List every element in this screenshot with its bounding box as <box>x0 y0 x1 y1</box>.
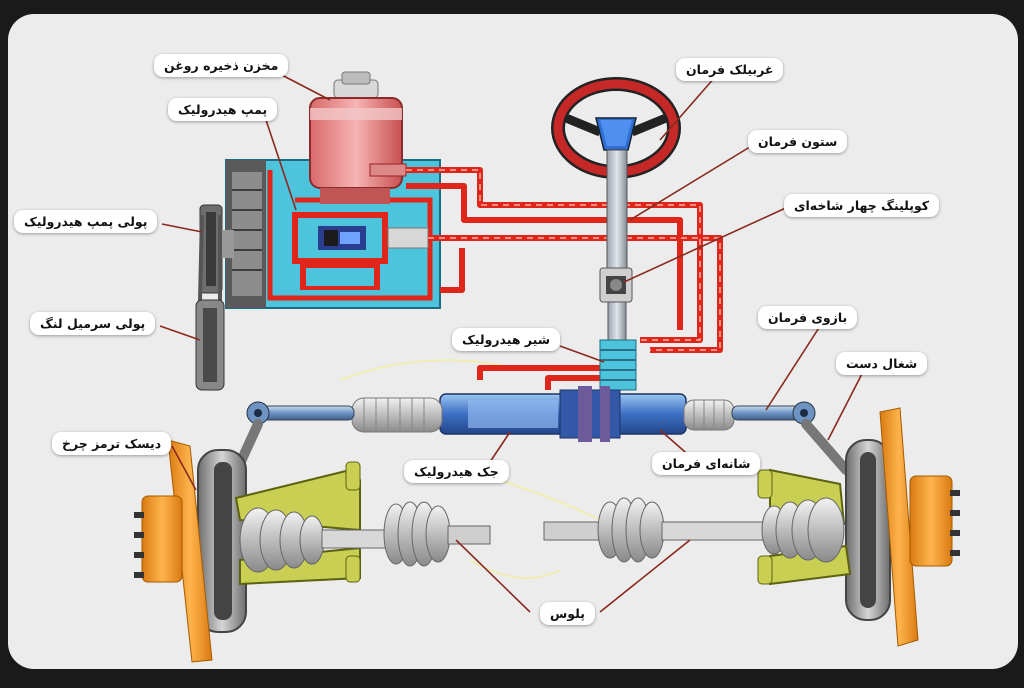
label-hydraulic-valve: شیر هیدرولیک <box>452 328 561 351</box>
label-axle-shaft: پلوس <box>540 602 595 625</box>
hydraulic-valve <box>599 339 637 391</box>
left-axle-shaft <box>239 501 491 573</box>
label-steering-column: ستون فرمان <box>748 130 848 153</box>
hydraulic-pump-assembly <box>225 159 441 309</box>
label-steering-knuckle: شغال دست <box>836 352 928 375</box>
label-brake-disc: دیسک ترمز چرخ <box>52 432 172 455</box>
tie-rod-right <box>731 401 816 425</box>
hydraulic-lines-highlight <box>406 169 721 351</box>
steering-rack-housing <box>439 386 687 442</box>
leader-lines <box>159 71 867 613</box>
pump-pulley <box>199 204 234 294</box>
right-axle-shaft <box>543 497 845 563</box>
crankshaft-pulley <box>195 299 225 391</box>
rack-boot-right <box>683 399 735 431</box>
hydraulic-lines <box>406 167 723 390</box>
background-sketch <box>339 359 601 579</box>
label-oil-reservoir: مخزن ذخیره روغن <box>154 54 289 77</box>
left-brake-disc-hub <box>134 439 213 663</box>
right-brake-disc-hub <box>879 407 960 647</box>
right-wheel <box>845 439 891 621</box>
tie-rod-left <box>246 401 355 425</box>
label-hydraulic-jack: جک هیدرولیک <box>404 460 509 483</box>
right-knuckle <box>801 419 851 475</box>
oil-reservoir <box>309 71 407 204</box>
label-crankshaft-pulley: پولی سرمیل لنگ <box>30 312 156 335</box>
label-pump-pulley: پولی پمپ هیدرولیک <box>14 210 158 233</box>
label-universal-joint: کوپلینگ چهار شاخه‌ای <box>784 194 940 217</box>
label-hydraulic-pump: پمپ هیدرولیک <box>168 98 278 121</box>
label-steering-wheel: غربیلک فرمان <box>676 58 784 81</box>
steering-column <box>599 149 633 341</box>
label-steering-rack: شانه‌ای فرمان <box>652 452 761 475</box>
label-tie-rod: بازوی فرمان <box>758 306 858 329</box>
rack-boot-left <box>351 397 443 433</box>
